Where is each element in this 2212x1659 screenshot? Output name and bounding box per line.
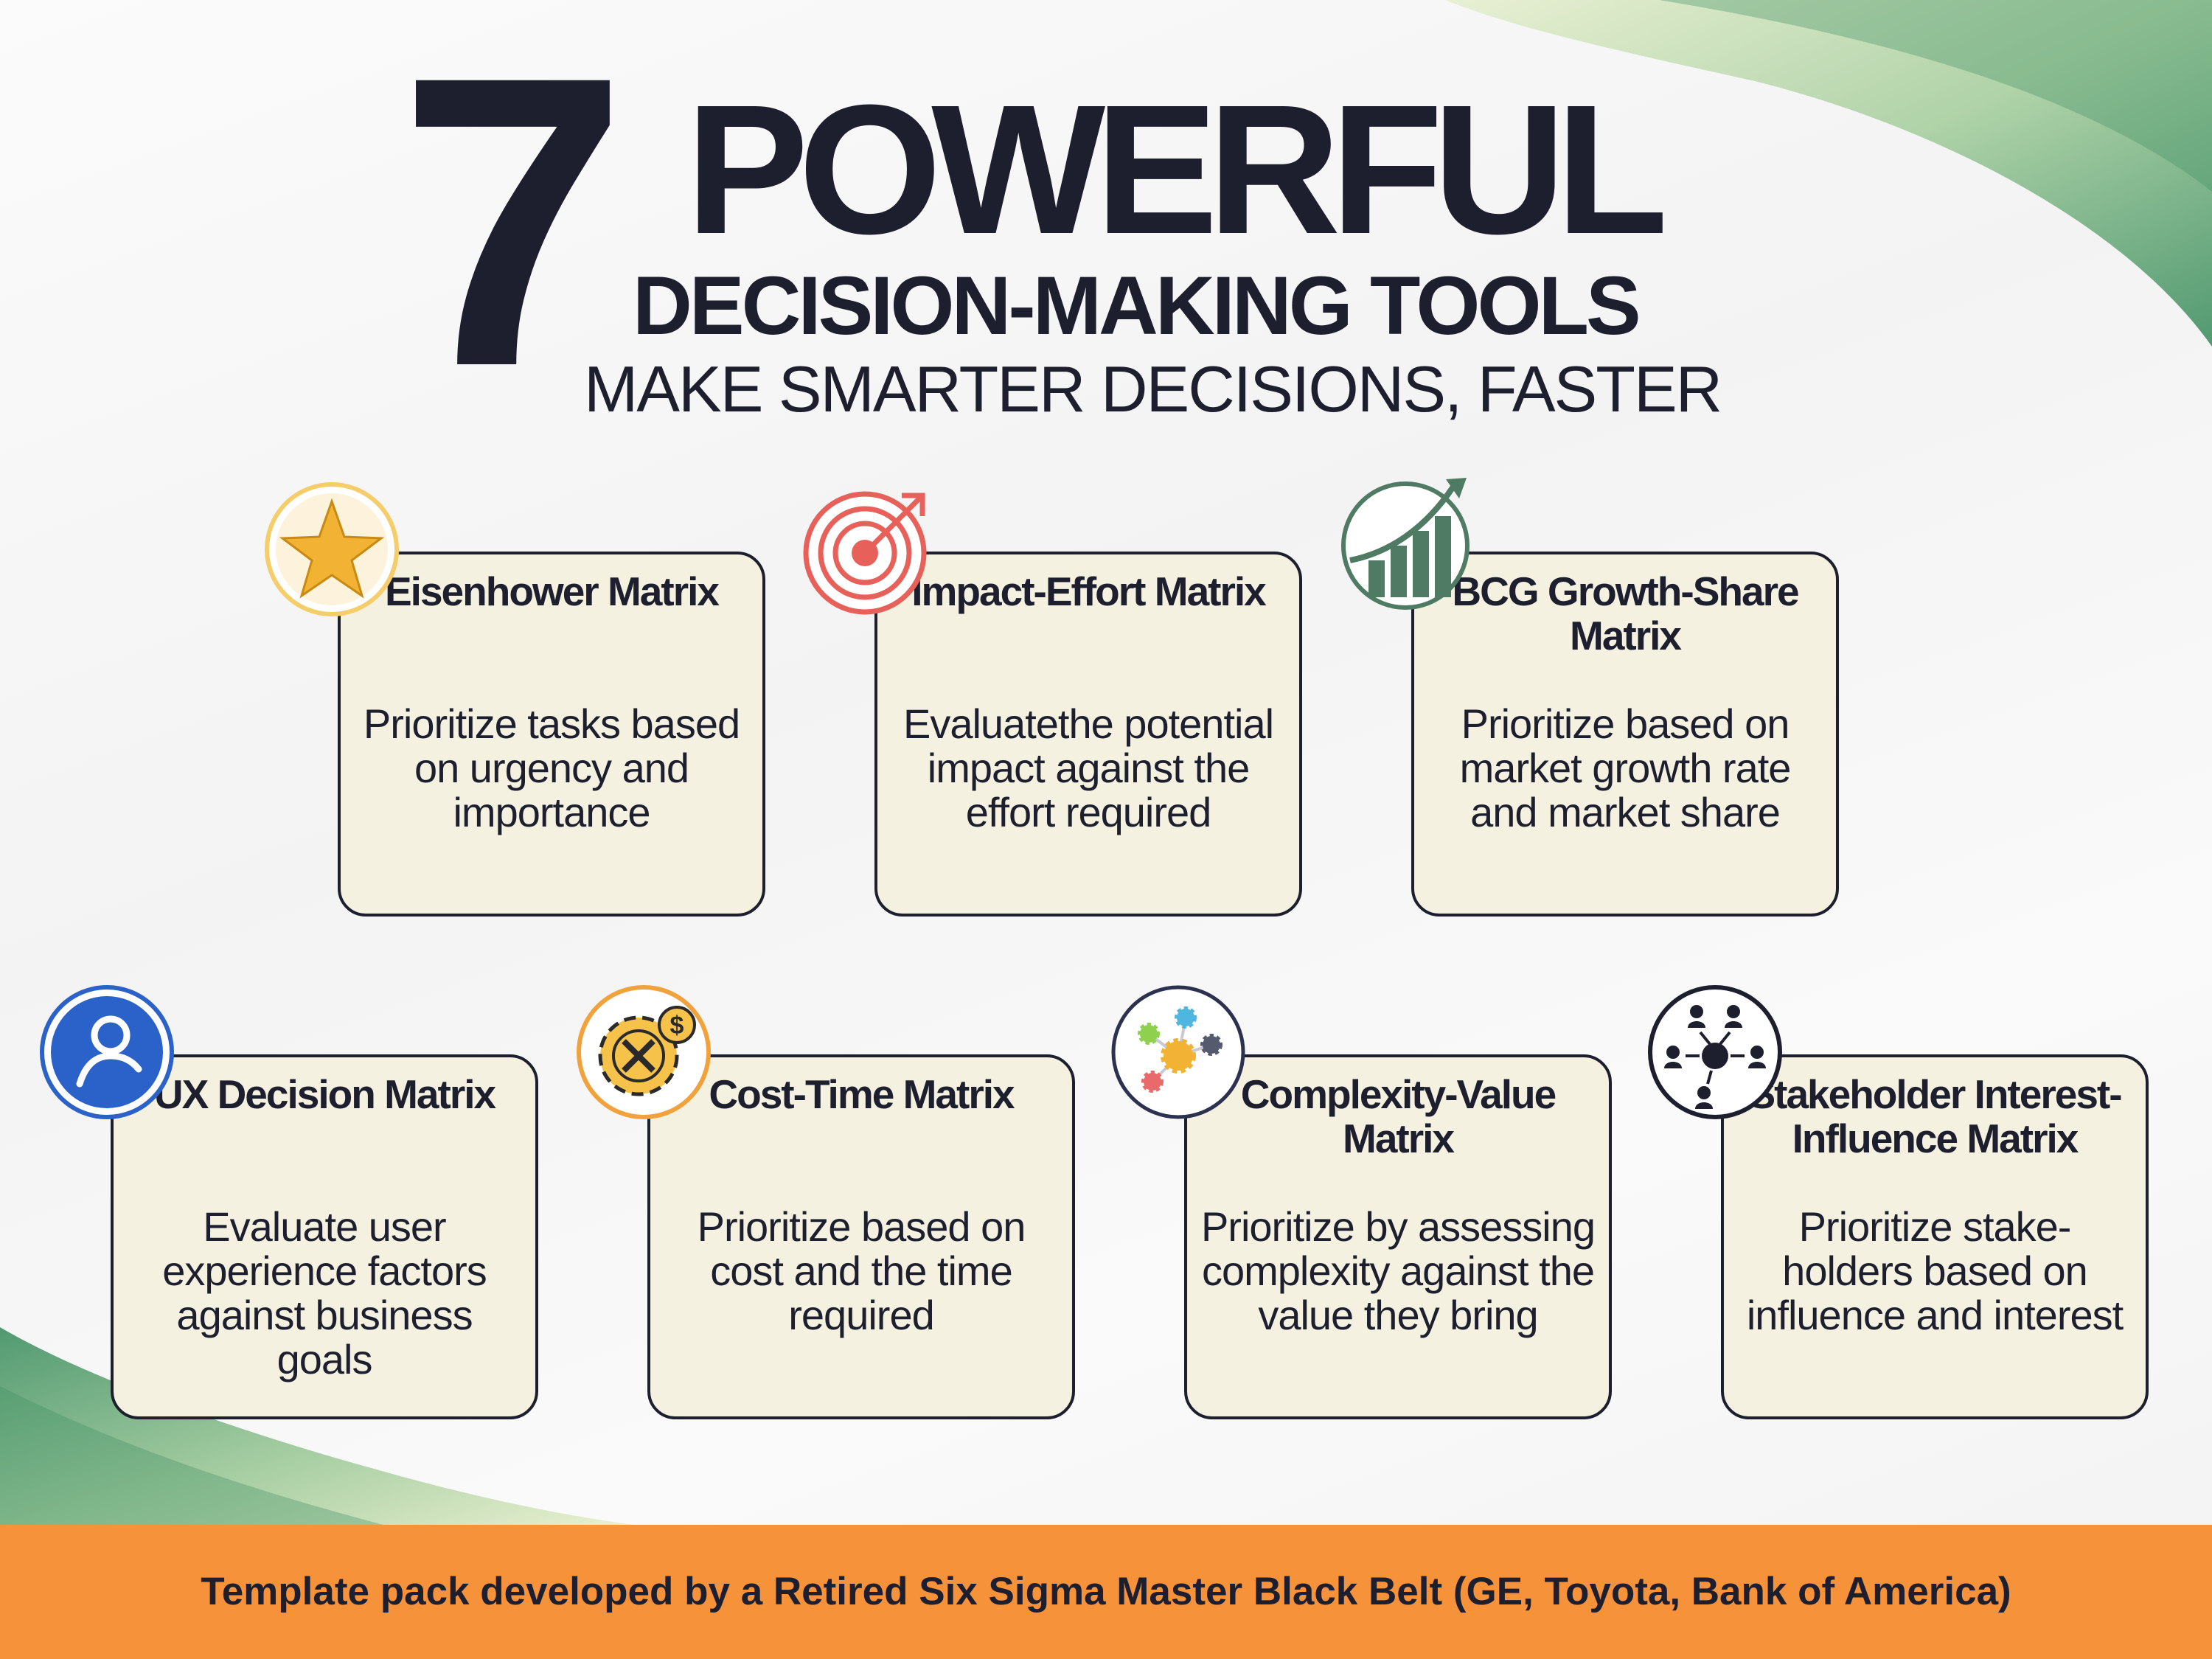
tool-card-description: Prioritize tasks based on urgency and im…	[363, 700, 740, 835]
tool-card-complexity-value: Complexity-Value Matrix Prioritize by as…	[1184, 1054, 1612, 1419]
headline-title: POWERFUL	[686, 66, 1668, 272]
tool-card-title: Stakeholder Interest-Influence Matrix	[1748, 1071, 2122, 1161]
tool-card-title: UX Decision Matrix	[153, 1071, 496, 1117]
tool-card-description: Prioritize based on cost and the time re…	[697, 1203, 1026, 1338]
tool-card-description: Prioritize based on market growth rate a…	[1459, 700, 1792, 835]
svg-text:$: $	[670, 1012, 684, 1040]
headline-number: 7	[398, 0, 627, 452]
tool-card-description: Evaluate user experience factors against…	[162, 1203, 487, 1382]
tool-card-eisenhower: Eisenhower Matrix Prioritize tasks based…	[338, 552, 765, 917]
star-icon	[265, 482, 399, 616]
tool-card-title: BCG Growth-Share Matrix	[1452, 568, 1799, 658]
headline-subtitle: DECISION-MAKING TOOLS	[633, 260, 1641, 352]
stakeholders-icon	[1648, 985, 1782, 1119]
footer-credit-text: Template pack developed by a Retired Six…	[201, 1570, 2011, 1613]
tool-card-description: Prioritize by assessing complexity again…	[1200, 1203, 1596, 1338]
gears-network-icon	[1111, 985, 1245, 1119]
tool-card-cost-time: Cost-Time Matrix Prioritize based on cos…	[647, 1054, 1075, 1419]
tool-card-title: Cost-Time Matrix	[709, 1071, 1015, 1117]
tool-card-stakeholder: Stakeholder Interest-Influence Matrix Pr…	[1721, 1054, 2149, 1419]
tool-card-description: Evaluatethe potential impact against the…	[902, 700, 1274, 835]
tool-card-title: Impact-Effort Matrix	[911, 568, 1267, 614]
tool-card-title: Complexity-Value Matrix	[1240, 1071, 1557, 1161]
growth-chart-icon	[1341, 478, 1470, 610]
target-icon	[803, 491, 927, 615]
user-icon	[40, 985, 174, 1119]
footer-banner: Template pack developed by a Retired Six…	[0, 1525, 2212, 1659]
gear-dollar-icon: $	[577, 985, 711, 1119]
tool-card-bcg: BCG Growth-Share Matrix Prioritize based…	[1411, 552, 1839, 917]
tool-card-title: Eisenhower Matrix	[385, 568, 720, 614]
headline-tagline: MAKE SMARTER DECISIONS, FASTER	[584, 352, 1722, 425]
tool-card-impact-effort: Impact-Effort Matrix Evaluatethe potenti…	[874, 552, 1302, 917]
tool-card-description: Prioritize stake-holders based on influe…	[1746, 1203, 2124, 1338]
tool-card-ux: UX Decision Matrix Evaluate user experie…	[111, 1054, 538, 1419]
